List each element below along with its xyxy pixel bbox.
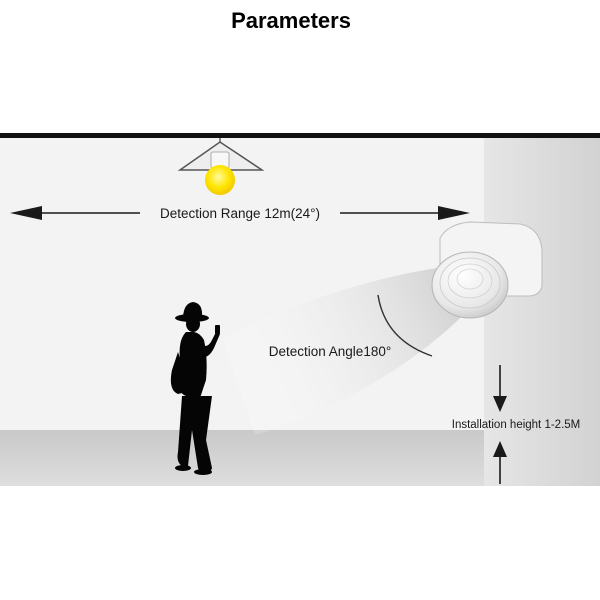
arrow-up-icon [493,441,507,457]
ceiling-line [0,133,600,138]
arrow-right-icon [438,206,470,220]
installation-height-label: Installation height 1-2.5M [452,419,581,431]
page-title: Parameters [231,8,351,33]
bulb-icon [205,165,235,195]
person-silhouette-icon [170,302,220,475]
side-wall [484,138,600,486]
detection-range-arrow [10,206,470,220]
arrow-down-icon [493,396,507,412]
angle-arc [377,294,433,357]
detection-angle-label: Detection Angle180° [269,344,392,359]
installation-height-arrows [493,365,507,484]
motion-sensor-icon [431,221,543,319]
arrow-left-icon [10,206,42,220]
detection-beam [222,266,468,435]
detection-range-label: Detection Range 12m(24°) [160,206,320,221]
ceiling-lamp [177,138,265,195]
floor [0,430,484,486]
